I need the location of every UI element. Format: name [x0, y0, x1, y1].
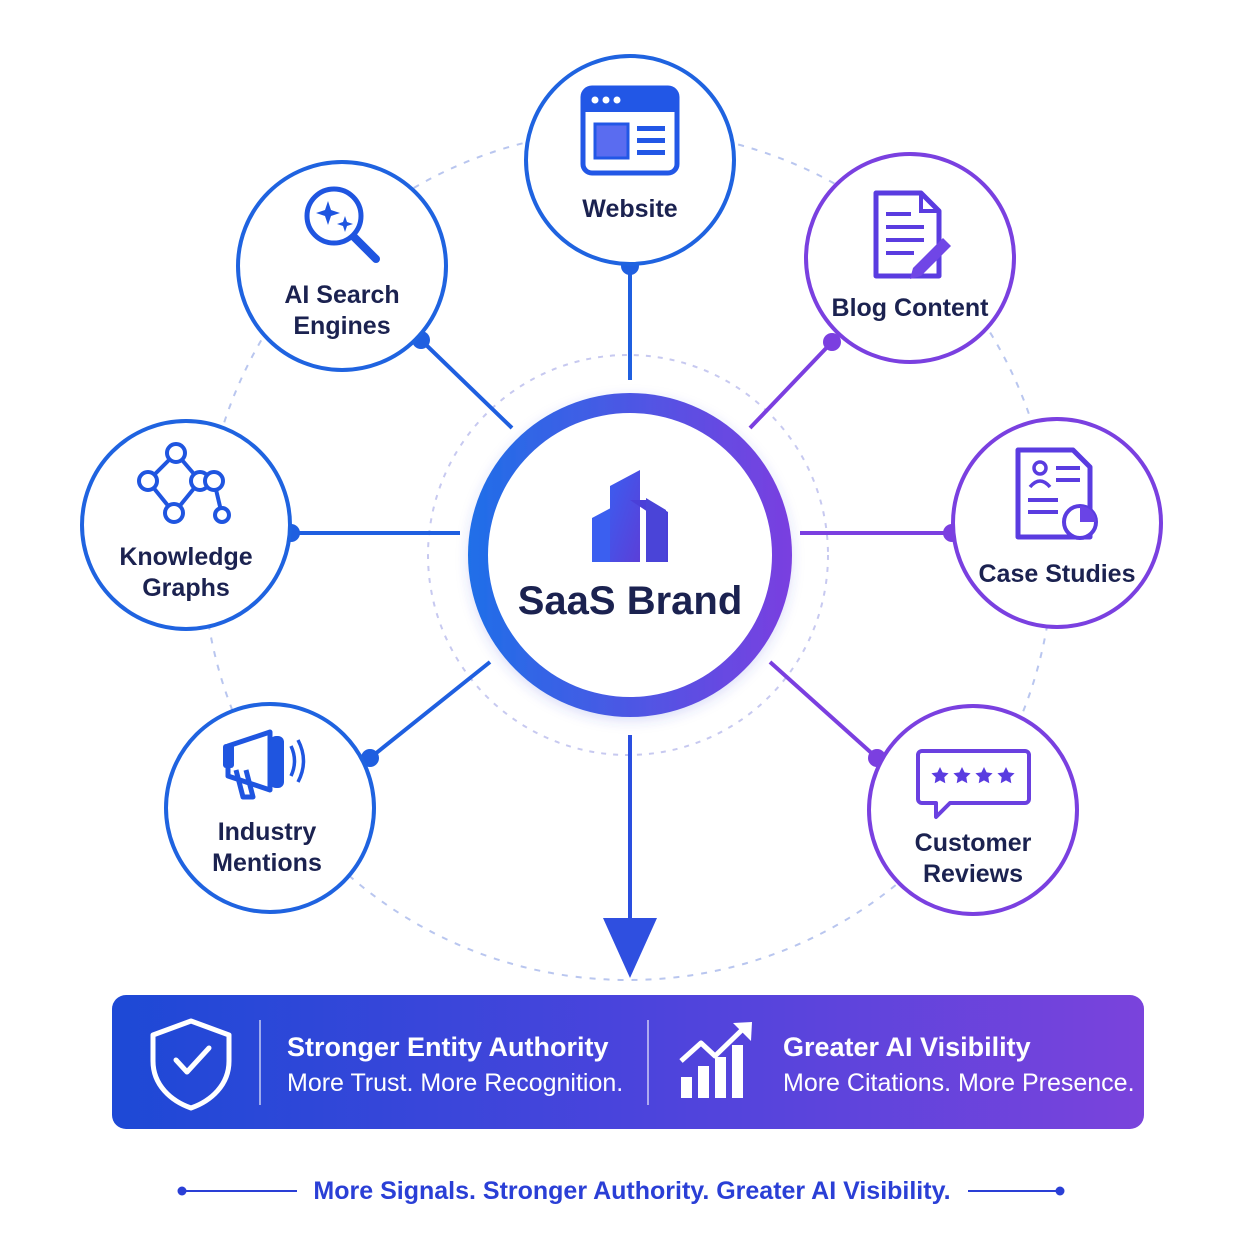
- node-label-case-studies: Case Studies: [978, 560, 1135, 588]
- connector-blog-content: [748, 340, 834, 430]
- browser-window-icon: [580, 85, 680, 176]
- outcome-banner: Stronger Entity Authority More Trust. Mo…: [112, 995, 1144, 1129]
- banner-right-title: Greater AI Visibility: [783, 1032, 1031, 1062]
- rating-stars-icon: [916, 749, 1031, 819]
- connector-industry-mentions: [368, 660, 492, 760]
- center-label: SaaS Brand: [518, 579, 743, 623]
- megaphone-icon: [223, 729, 306, 800]
- node-label-knowledge-graphs-line2: Graphs: [142, 574, 230, 602]
- building-icon: [592, 470, 668, 562]
- banner-right-subtitle: More Citations. More Presence.: [783, 1069, 1135, 1097]
- tagline-row: More Signals. Stronger Authority. Greate…: [177, 1177, 1065, 1205]
- growth-chart-icon: [679, 1022, 752, 1098]
- node-label-website: Website: [582, 195, 677, 223]
- node-label-customer-reviews-line2: Reviews: [923, 860, 1023, 888]
- node-label-industry-mentions-line1: Industry: [218, 818, 317, 846]
- node-label-blog-content: Blog Content: [832, 294, 990, 322]
- node-label-ai-search-engines-line2: Engines: [293, 312, 390, 340]
- node-blog-content: Blog Content: [804, 152, 1016, 364]
- connector-customer-reviews: [768, 660, 879, 760]
- node-knowledge-graphs: Knowledge Graphs: [80, 419, 292, 631]
- node-label-ai-search-engines-line1: AI Search: [284, 281, 399, 309]
- node-label-industry-mentions-line2: Mentions: [212, 849, 322, 877]
- center-hub: SaaS Brand: [468, 393, 792, 717]
- node-label-customer-reviews-line1: Customer: [915, 829, 1032, 857]
- node-customer-reviews: Customer Reviews: [867, 704, 1079, 916]
- connector-ai-search-engines: [419, 338, 514, 430]
- banner-background: [112, 995, 1144, 1129]
- network-graph-icon: [137, 442, 231, 524]
- node-industry-mentions: Industry Mentions: [164, 702, 376, 914]
- ai-search-icon: [304, 186, 380, 263]
- connector-dot-blog-content: [823, 333, 841, 351]
- tagline: More Signals. Stronger Authority. Greate…: [313, 1177, 950, 1205]
- node-ai-search-engines: AI Search Engines: [236, 160, 448, 372]
- node-label-knowledge-graphs-line1: Knowledge: [119, 543, 252, 571]
- banner-left-subtitle: More Trust. More Recognition.: [287, 1069, 623, 1097]
- banner-left-title: Stronger Entity Authority: [287, 1032, 609, 1062]
- case-study-report-icon: [1015, 447, 1098, 540]
- document-edit-icon: [873, 190, 951, 279]
- node-website: Website: [524, 54, 736, 266]
- down-arrow-head: [603, 918, 657, 978]
- shield-check-icon: [150, 1018, 232, 1111]
- node-case-studies: Case Studies: [951, 417, 1163, 629]
